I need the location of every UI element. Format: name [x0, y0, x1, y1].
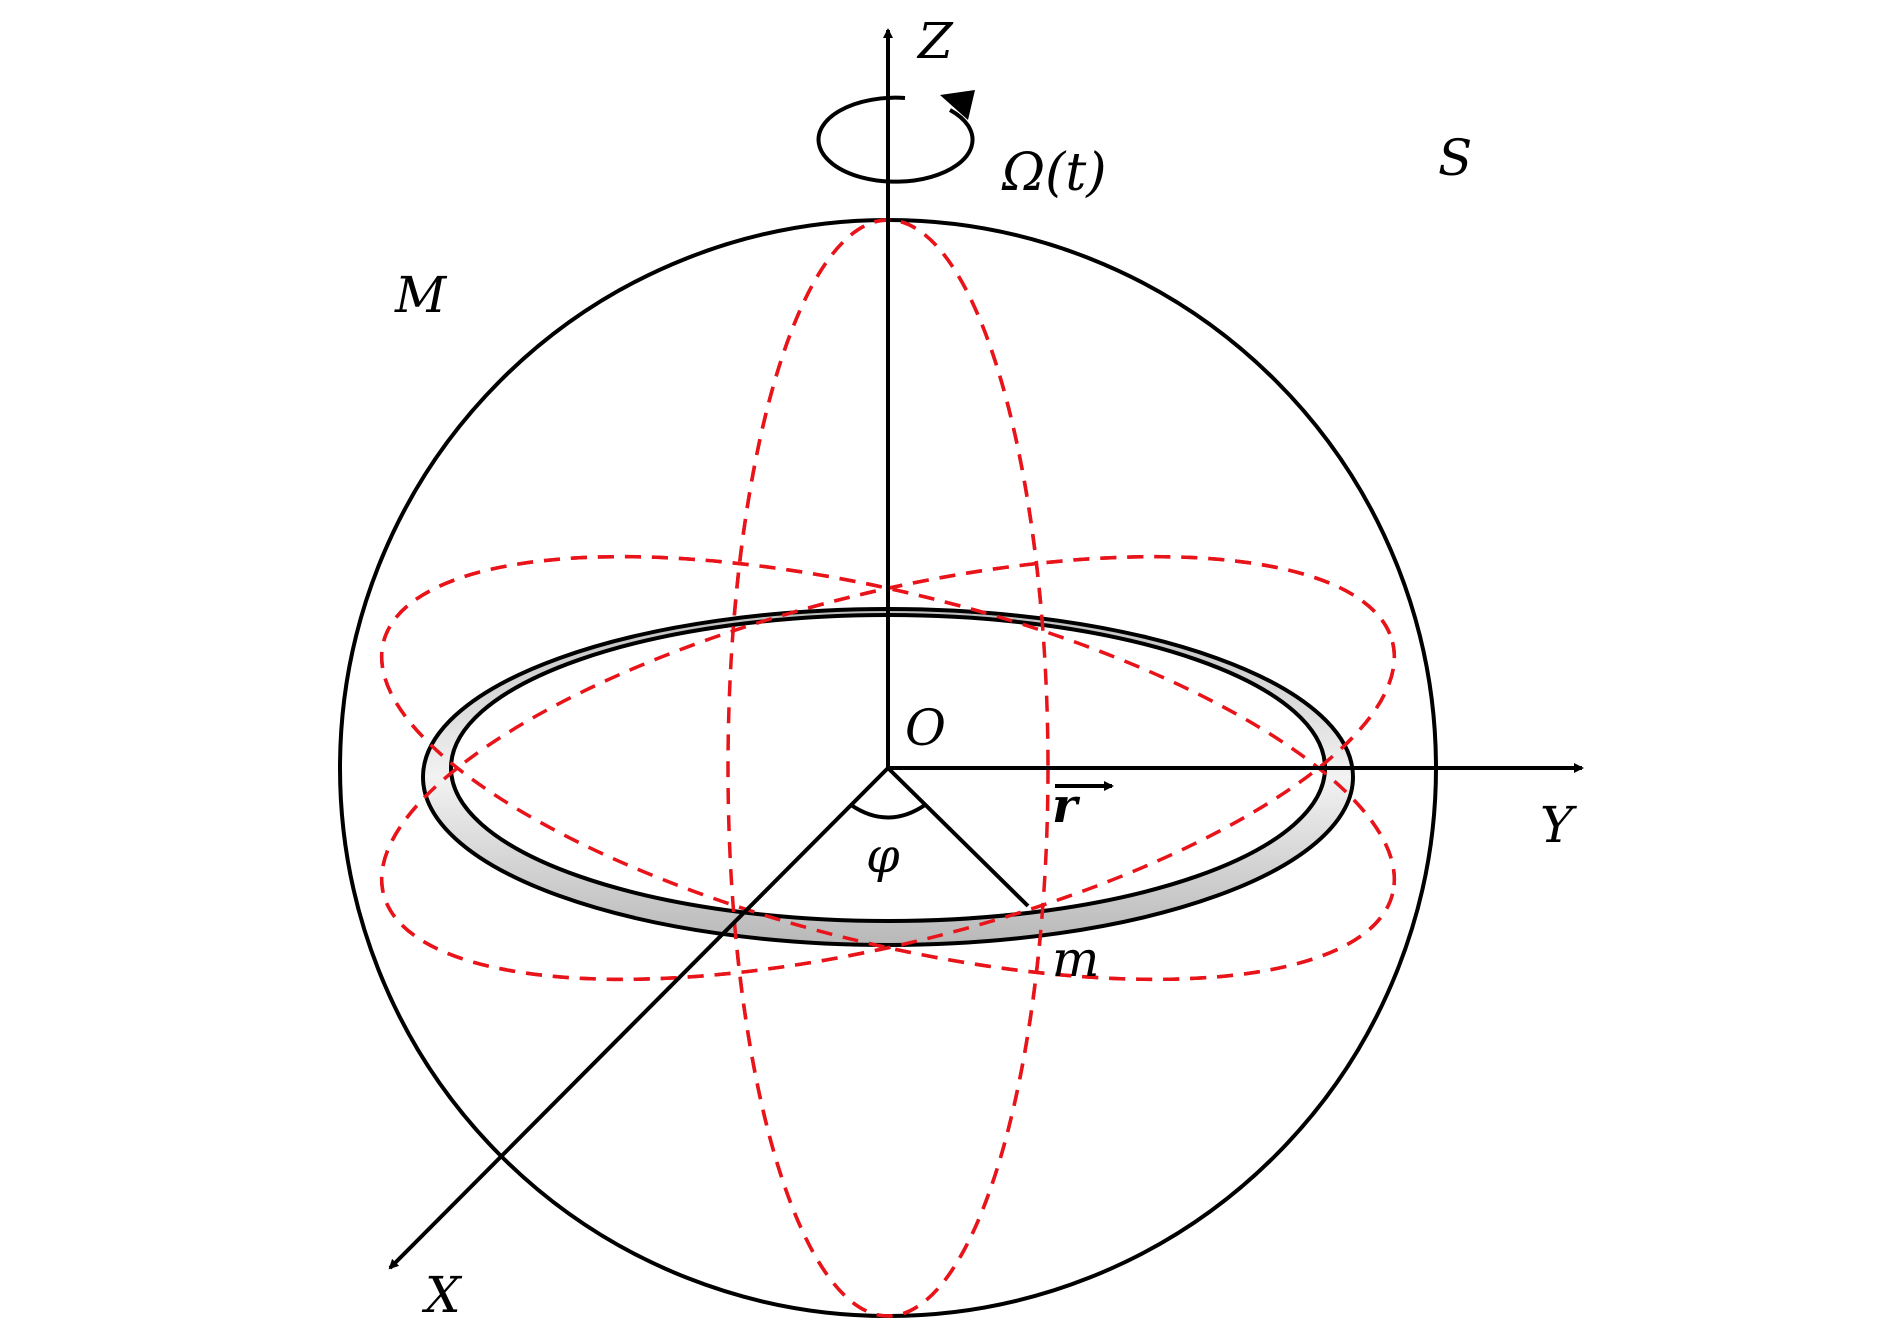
radius-line: [886, 766, 1030, 908]
mass-big-label: M: [394, 266, 448, 324]
orbit-tilted-a-overlay: [379, 554, 1397, 982]
x-axis: [388, 766, 890, 1270]
frame-s-label: S: [1438, 129, 1472, 187]
x-axis-label: X: [421, 1266, 463, 1323]
origin-label: O: [905, 699, 946, 757]
rotation-arrow-icon: [816, 90, 975, 184]
vector-r-label: r: [1052, 778, 1081, 834]
angle-arc: [849, 803, 927, 820]
axes: [388, 28, 1584, 1270]
z-axis-label: Z: [916, 12, 954, 70]
omega-label: Ω(t): [1001, 143, 1107, 203]
orbit-tilted-b-overlay: [379, 554, 1397, 982]
y-axis-label: Y: [1540, 796, 1577, 854]
angle-label: φ: [866, 828, 900, 884]
mass-small-label: m: [1052, 930, 1099, 988]
